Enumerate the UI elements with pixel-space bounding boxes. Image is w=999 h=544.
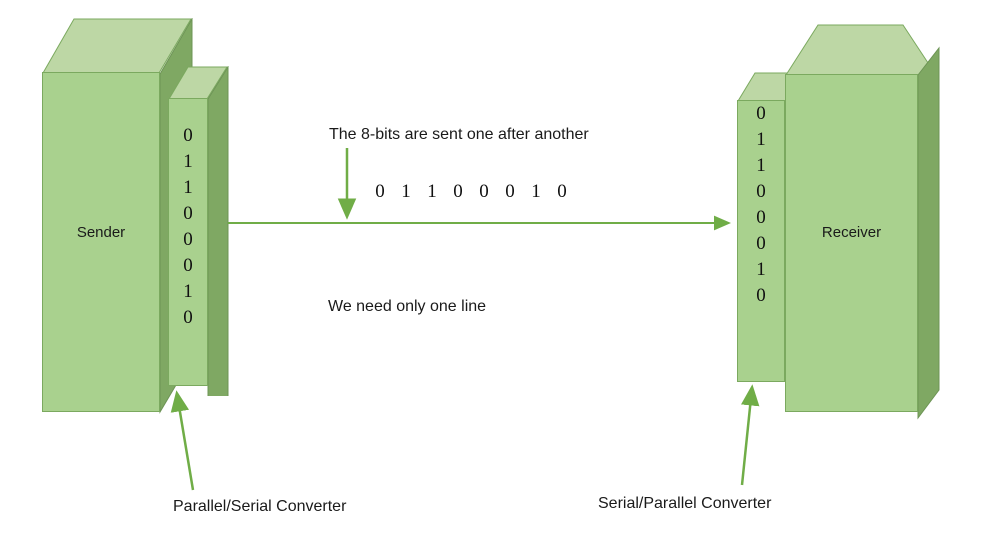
bit: 1 xyxy=(756,258,766,280)
bit: 0 xyxy=(756,284,766,306)
bit: 0 xyxy=(183,228,193,250)
bit: 1 xyxy=(183,176,193,198)
receiver-block-front-face xyxy=(785,74,918,412)
sender-register-front-face xyxy=(168,98,208,386)
stream-bit: 0 xyxy=(479,181,489,202)
receiver-register-front-face xyxy=(737,100,785,382)
stream-bit: 1 xyxy=(531,181,541,202)
bit: 0 xyxy=(183,254,193,276)
bit: 0 xyxy=(183,202,193,224)
stream-bit: 1 xyxy=(401,181,411,202)
bit: 1 xyxy=(183,280,193,302)
receiver-register-bits: 0 1 1 0 0 0 1 0 xyxy=(737,100,785,308)
parallel-serial-converter-label: Parallel/Serial Converter xyxy=(173,498,347,515)
bottom-note-label: We need only one line xyxy=(328,298,487,315)
serial-parallel-converter-label: Serial/Parallel Converter xyxy=(598,495,772,512)
bit: 0 xyxy=(183,124,193,146)
bit: 1 xyxy=(183,150,193,172)
stream-bit: 0 xyxy=(375,181,385,202)
sender-block-front-face xyxy=(42,72,160,412)
bit: 0 xyxy=(756,206,766,228)
bit: 0 xyxy=(756,232,766,254)
bit: 1 xyxy=(756,154,766,176)
stream-bit: 0 xyxy=(453,181,463,202)
sender-label: Sender xyxy=(76,224,126,241)
stream-bit: 0 xyxy=(557,181,567,202)
bit: 0 xyxy=(183,306,193,328)
sender-register-side-face xyxy=(198,66,230,396)
stream-bit: 1 xyxy=(427,181,437,202)
top-note-label: The 8-bits are sent one after another xyxy=(329,126,589,143)
bit: 1 xyxy=(756,128,766,150)
receiver-label: Receiver xyxy=(821,224,882,241)
serial-parallel-converter-arrow xyxy=(740,384,760,486)
bit: 0 xyxy=(756,180,766,202)
receiver-block-side-face xyxy=(895,24,941,420)
bit: 0 xyxy=(756,102,766,124)
stream-bit: 0 xyxy=(505,181,515,202)
sender-register-bits: 0 1 1 0 0 0 1 0 xyxy=(168,122,208,330)
